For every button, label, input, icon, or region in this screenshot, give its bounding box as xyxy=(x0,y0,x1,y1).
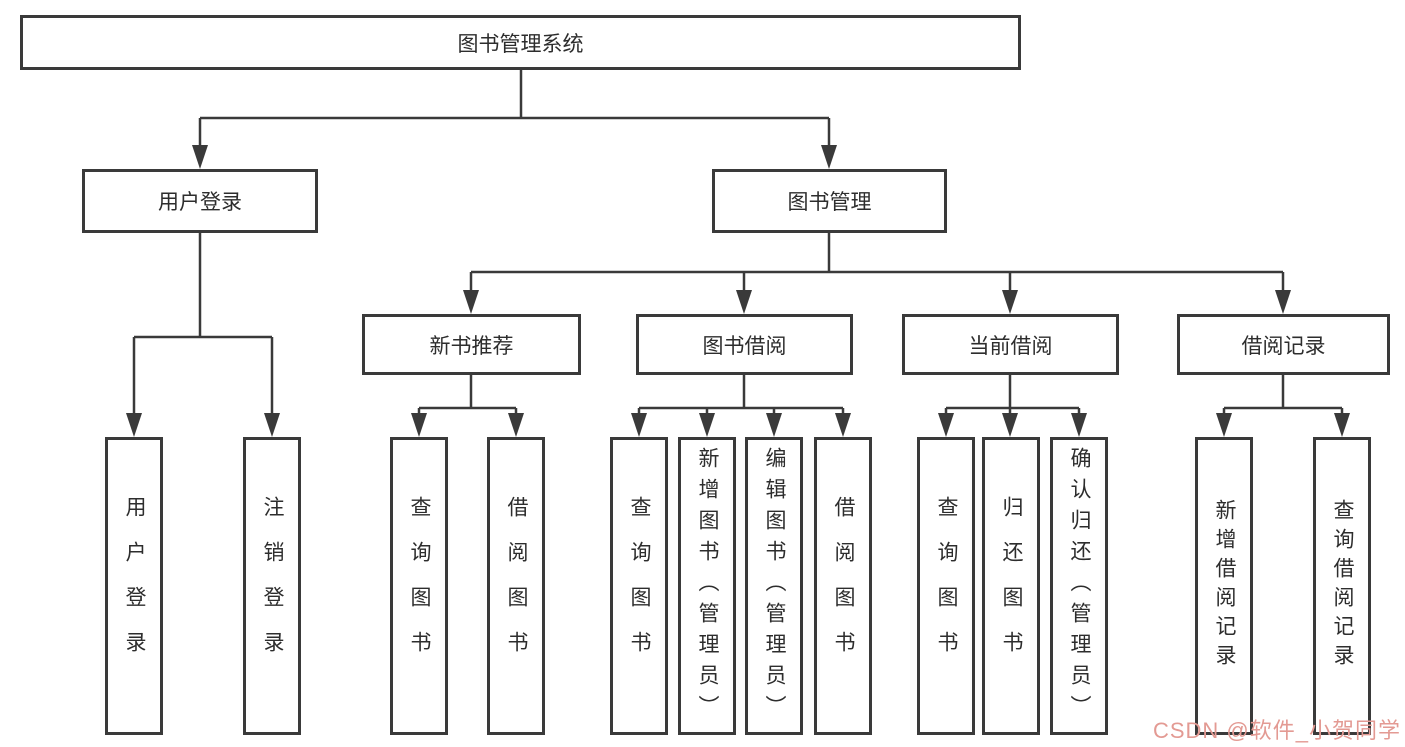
node-book-borrowing: 图书借阅 xyxy=(636,314,853,375)
node-label: 编辑图书（管理员） xyxy=(763,446,786,726)
node-current-borrowing: 当前借阅 xyxy=(902,314,1119,375)
node-label: 新增借阅记录 xyxy=(1213,499,1236,673)
node-label: 借阅记录 xyxy=(1241,334,1326,358)
node-library-management-system: 图书管理系统 xyxy=(20,15,1021,70)
leaf-add-borrow-record: 新增借阅记录 xyxy=(1195,437,1253,735)
node-user-login: 用户登录 xyxy=(82,169,318,233)
node-label: 查询图书 xyxy=(935,496,958,676)
node-label: 图书管理系统 xyxy=(457,32,584,56)
leaf-borrow-books-recommend: 借阅图书 xyxy=(487,437,545,735)
leaf-query-books-borrowing: 查询图书 xyxy=(610,437,668,735)
node-label: 归还图书 xyxy=(1000,496,1023,676)
leaf-user-login: 用户登录 xyxy=(105,437,163,735)
node-label: 注销登录 xyxy=(261,496,284,676)
watermark: CSDN @软件_小贺同学 xyxy=(1152,718,1401,743)
node-label: 用户登录 xyxy=(158,191,242,214)
node-borrowing-records: 借阅记录 xyxy=(1177,314,1390,375)
leaf-query-borrow-record: 查询借阅记录 xyxy=(1313,437,1371,735)
node-label: 新增图书（管理员） xyxy=(696,446,719,726)
leaf-return-books: 归还图书 xyxy=(982,437,1040,735)
node-label: 查询图书 xyxy=(408,496,431,676)
leaf-query-books-recommend: 查询图书 xyxy=(390,437,448,735)
node-label: 新书推荐 xyxy=(429,334,514,358)
node-new-book-recommendation: 新书推荐 xyxy=(362,314,581,375)
node-book-management: 图书管理 xyxy=(712,169,947,233)
node-label: 图书借阅 xyxy=(702,334,787,358)
node-label: 确认归还（管理员） xyxy=(1068,446,1091,726)
leaf-query-books-current: 查询图书 xyxy=(917,437,975,735)
node-label: 图书管理 xyxy=(787,191,872,214)
leaf-logout: 注销登录 xyxy=(243,437,301,735)
leaf-confirm-return-admin: 确认归还（管理员） xyxy=(1050,437,1108,735)
leaf-borrow-books-borrowing: 借阅图书 xyxy=(814,437,872,735)
node-label: 用户登录 xyxy=(123,496,146,676)
node-label: 当前借阅 xyxy=(968,334,1053,358)
node-label: 借阅图书 xyxy=(832,496,855,676)
node-label: 查询借阅记录 xyxy=(1331,499,1354,673)
leaf-add-book-admin: 新增图书（管理员） xyxy=(678,437,736,735)
node-label: 借阅图书 xyxy=(505,496,528,676)
node-label: 查询图书 xyxy=(628,496,651,676)
leaf-edit-book-admin: 编辑图书（管理员） xyxy=(745,437,803,735)
